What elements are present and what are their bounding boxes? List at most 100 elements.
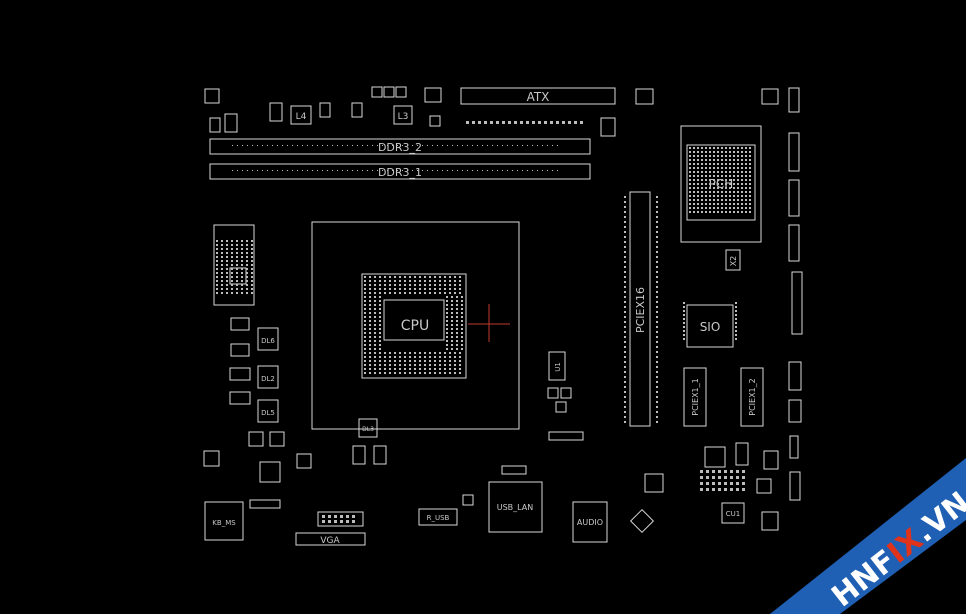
pad bbox=[693, 187, 695, 189]
pad bbox=[446, 316, 448, 318]
pad bbox=[451, 308, 453, 310]
pad bbox=[434, 372, 436, 374]
pad bbox=[226, 268, 228, 270]
pad bbox=[741, 147, 743, 149]
pad bbox=[446, 336, 448, 338]
pad bbox=[693, 211, 695, 213]
pad bbox=[656, 256, 658, 258]
pad bbox=[267, 170, 268, 171]
pad bbox=[735, 306, 737, 308]
pad bbox=[241, 272, 243, 274]
pad bbox=[683, 322, 685, 324]
pad bbox=[389, 276, 391, 278]
pad bbox=[730, 470, 733, 473]
pad bbox=[624, 241, 626, 243]
pad bbox=[364, 368, 366, 370]
pad bbox=[701, 147, 703, 149]
pad bbox=[251, 284, 253, 286]
pad bbox=[517, 145, 518, 146]
pad bbox=[449, 372, 451, 374]
pad bbox=[369, 364, 371, 366]
pad bbox=[689, 175, 691, 177]
pad bbox=[733, 183, 735, 185]
diode-dl3 bbox=[358, 418, 378, 438]
pad bbox=[221, 264, 223, 266]
pad bbox=[737, 155, 739, 157]
pad bbox=[312, 170, 313, 171]
pad bbox=[713, 203, 715, 205]
pad bbox=[733, 191, 735, 193]
pad bbox=[656, 306, 658, 308]
pad bbox=[705, 179, 707, 181]
pad bbox=[721, 203, 723, 205]
pad bbox=[656, 361, 658, 363]
pad bbox=[369, 296, 371, 298]
pad bbox=[451, 316, 453, 318]
pad bbox=[251, 256, 253, 258]
pad bbox=[364, 336, 366, 338]
pad bbox=[424, 368, 426, 370]
pad bbox=[624, 286, 626, 288]
pad bbox=[352, 145, 353, 146]
pad bbox=[735, 334, 737, 336]
pad bbox=[409, 364, 411, 366]
pad bbox=[434, 356, 436, 358]
pad bbox=[717, 199, 719, 201]
pad bbox=[216, 284, 218, 286]
pad bbox=[454, 284, 456, 286]
pad bbox=[446, 324, 448, 326]
pad bbox=[624, 201, 626, 203]
pad bbox=[457, 145, 458, 146]
pad bbox=[735, 314, 737, 316]
pad bbox=[705, 191, 707, 193]
pad bbox=[332, 170, 333, 171]
pad bbox=[701, 171, 703, 173]
pad bbox=[369, 304, 371, 306]
pad bbox=[729, 155, 731, 157]
pad bbox=[379, 368, 381, 370]
pad bbox=[394, 280, 396, 282]
pad bbox=[683, 326, 685, 328]
pad bbox=[369, 368, 371, 370]
pad bbox=[705, 147, 707, 149]
pad bbox=[624, 206, 626, 208]
pad bbox=[369, 312, 371, 314]
pad bbox=[364, 348, 366, 350]
pad bbox=[683, 314, 685, 316]
pad bbox=[424, 288, 426, 290]
pad bbox=[456, 344, 458, 346]
pad bbox=[424, 372, 426, 374]
pad bbox=[226, 272, 228, 274]
pad bbox=[547, 145, 548, 146]
pad bbox=[745, 187, 747, 189]
pad bbox=[392, 145, 393, 146]
ddr3-2-label: DDR3_2 bbox=[378, 141, 422, 154]
pad bbox=[456, 296, 458, 298]
pad bbox=[487, 145, 488, 146]
chip-cu1 bbox=[721, 502, 745, 524]
pad bbox=[364, 360, 366, 362]
pad bbox=[552, 170, 553, 171]
pad bbox=[374, 312, 376, 314]
pad bbox=[656, 276, 658, 278]
pad bbox=[456, 312, 458, 314]
pad bbox=[402, 170, 403, 171]
cpu-label: CPU bbox=[401, 318, 429, 334]
pad bbox=[735, 310, 737, 312]
pad bbox=[369, 276, 371, 278]
pad bbox=[404, 360, 406, 362]
pad bbox=[713, 167, 715, 169]
pad bbox=[419, 280, 421, 282]
pad bbox=[340, 520, 343, 523]
pad bbox=[700, 488, 703, 491]
pad bbox=[725, 159, 727, 161]
pad bbox=[429, 288, 431, 290]
pad bbox=[407, 145, 408, 146]
ddr3-slot-1 bbox=[209, 163, 591, 180]
pad bbox=[725, 195, 727, 197]
pad bbox=[317, 170, 318, 171]
pad bbox=[422, 170, 423, 171]
pad bbox=[749, 187, 751, 189]
pad bbox=[701, 195, 703, 197]
crystal-x2 bbox=[725, 249, 741, 271]
